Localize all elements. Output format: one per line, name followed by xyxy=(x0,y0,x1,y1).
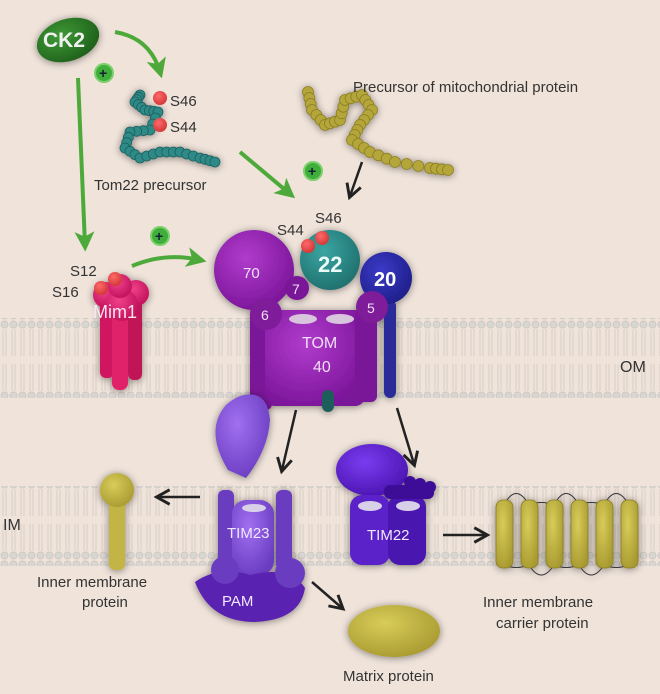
carrier-label-2: carrier protein xyxy=(496,615,589,632)
mitochondrial-precursor-chain xyxy=(302,86,454,176)
matrix-protein-label: Matrix protein xyxy=(343,668,434,685)
carrier-helix xyxy=(620,499,639,569)
inner-membrane-protein-label-1: Inner membrane xyxy=(37,574,147,591)
arrow-mim1-to-tom xyxy=(131,247,207,268)
plus-badge-precursor xyxy=(303,161,323,181)
plus-badge-ck2 xyxy=(94,63,114,83)
mim1-label: Mim1 xyxy=(93,302,137,322)
arrow-ck2-to-mim1 xyxy=(74,77,95,252)
carrier-helix xyxy=(520,499,539,569)
tom7-label: 7 xyxy=(292,281,300,297)
carrier-helix xyxy=(595,499,614,569)
tom-s44-label: S44 xyxy=(277,222,304,239)
arrow-precursor-to-tom xyxy=(350,161,364,196)
inner-membrane-carrier-protein xyxy=(495,493,639,576)
tom40-label-line2: 40 xyxy=(313,359,331,376)
phospho-site-tom-s44 xyxy=(301,239,315,253)
im-label: IM xyxy=(3,517,21,534)
phospho-site-s12 xyxy=(108,272,122,286)
inner-membrane-protein xyxy=(100,473,134,570)
arrow-ck2-to-tom22-precursor xyxy=(114,30,166,79)
carrier-helix xyxy=(495,499,514,569)
carrier-helix xyxy=(570,499,589,569)
precursor-label: Precursor of mitochondrial protein xyxy=(353,79,578,96)
tim23-pore xyxy=(242,504,266,512)
tim23-label: TIM23 xyxy=(227,525,270,542)
bead xyxy=(389,156,401,168)
tom20-label: 20 xyxy=(374,269,396,291)
tom5-label: 5 xyxy=(367,300,375,316)
phospho-site-tom-s46 xyxy=(315,231,329,245)
tim22-pore-2 xyxy=(396,501,420,511)
tom40-label-line1: TOM xyxy=(302,335,337,352)
tom6-label: 6 xyxy=(261,307,269,323)
tom-complex xyxy=(214,230,412,412)
plus-label: + xyxy=(155,228,163,244)
bead xyxy=(442,164,454,176)
plus-label: + xyxy=(308,163,316,179)
matrix-protein xyxy=(348,605,440,657)
s46-label: S46 xyxy=(170,93,197,110)
pam-label: PAM xyxy=(222,593,253,610)
tom22-precursor-label: Tom22 precursor xyxy=(94,177,207,194)
tim22-label: TIM22 xyxy=(367,527,410,544)
inner-membrane-protein-label-2: protein xyxy=(82,594,128,611)
mim1-complex xyxy=(93,274,149,390)
arrow-tom-to-tim22 xyxy=(395,407,414,464)
tom70-label: 70 xyxy=(243,265,260,282)
s16-label: S16 xyxy=(52,284,79,301)
bead xyxy=(209,156,221,168)
ck2-label: CK2 xyxy=(43,29,85,52)
phospho-site-s44 xyxy=(153,118,167,132)
ck2-kinase xyxy=(36,17,100,63)
plus-label: + xyxy=(99,65,107,81)
s12-label: S12 xyxy=(70,263,97,280)
bead xyxy=(400,158,413,170)
s44-label: S44 xyxy=(170,119,197,136)
phospho-site-s16 xyxy=(94,281,108,295)
tim22-pore-1 xyxy=(358,501,382,511)
plus-badge-mim1 xyxy=(150,226,170,246)
om-label: OM xyxy=(620,359,646,376)
carrier-label-1: Inner membrane xyxy=(483,594,593,611)
carrier-helix xyxy=(545,499,564,569)
tom22-label: 22 xyxy=(318,252,342,277)
arrow-pam-to-matrix xyxy=(311,581,342,608)
tim23-complex xyxy=(195,394,305,622)
arrow-tom-to-tim23 xyxy=(282,409,298,470)
tom-s46-label: S46 xyxy=(315,210,342,227)
tim22-complex xyxy=(336,444,436,565)
arrow-tom22-precursor-to-tom xyxy=(238,150,296,199)
phospho-site-s46 xyxy=(153,91,167,105)
bead xyxy=(412,160,425,172)
